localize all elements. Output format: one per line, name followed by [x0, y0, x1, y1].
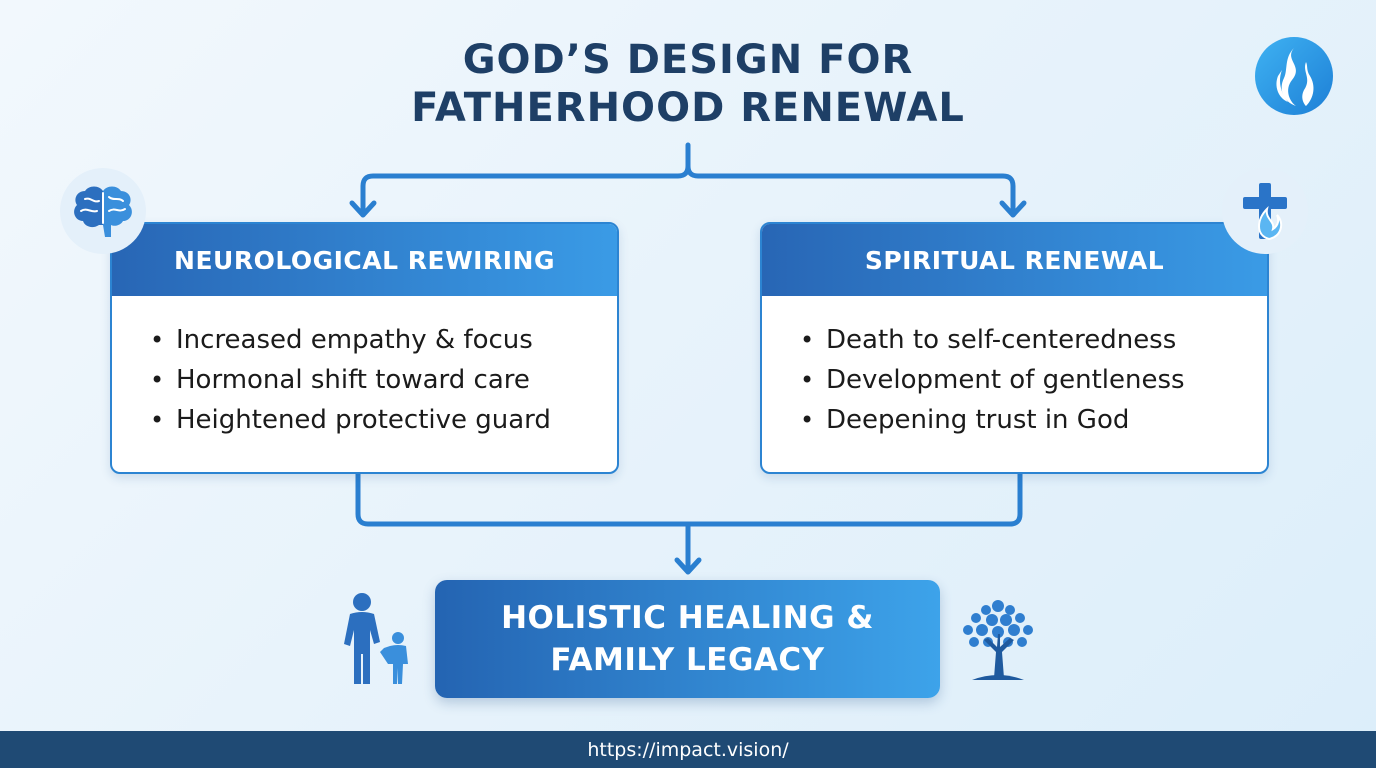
arrow-result-down — [674, 557, 702, 575]
footer-url-link[interactable]: https://impact.vision/ — [587, 738, 789, 761]
spiritual-renewal-card: SPIRITUAL RENEWAL Death to self-centered… — [760, 222, 1269, 474]
footer-bar: https://impact.vision/ — [0, 731, 1376, 768]
result-line-2: FAMILY LEGACY — [550, 642, 825, 678]
connector-to-right — [685, 163, 1016, 215]
father-child-icon — [336, 590, 416, 686]
list-item: Deepening trust in God — [800, 400, 1267, 440]
result-line-1: HOLISTIC HEALING & — [501, 600, 874, 636]
flame-logo-icon — [1254, 36, 1334, 116]
list-item: Increased empathy & focus — [150, 320, 617, 360]
holistic-healing-box: HOLISTIC HEALING & FAMILY LEGACY — [435, 580, 940, 698]
title-line-1: GOD’S DESIGN FOR — [462, 37, 914, 83]
list-item: Hormonal shift toward care — [150, 360, 617, 400]
list-item: Heightened protective guard — [150, 400, 617, 440]
arrow-left-down — [349, 200, 377, 218]
cross-flame-icon — [1222, 168, 1308, 254]
list-item: Death to self-centeredness — [800, 320, 1267, 360]
neurological-list: Increased empathy & focus Hormonal shift… — [112, 296, 617, 440]
spiritual-list: Death to self-centeredness Development o… — [762, 296, 1267, 440]
arrow-right-down — [999, 200, 1027, 218]
connector-to-left — [360, 163, 691, 215]
brain-icon — [60, 168, 146, 254]
card-header-spiritual: SPIRITUAL RENEWAL — [762, 224, 1267, 296]
connector-merge — [355, 471, 1023, 527]
diagram-title: GOD’S DESIGN FOR FATHERHOOD RENEWAL — [0, 36, 1376, 132]
card-header-neurological: NEUROLOGICAL REWIRING — [112, 224, 617, 296]
tree-icon — [952, 594, 1044, 684]
neurological-rewiring-card: NEUROLOGICAL REWIRING Increased empathy … — [110, 222, 619, 474]
list-item: Development of gentleness — [800, 360, 1267, 400]
title-line-2: FATHERHOOD RENEWAL — [411, 85, 965, 131]
